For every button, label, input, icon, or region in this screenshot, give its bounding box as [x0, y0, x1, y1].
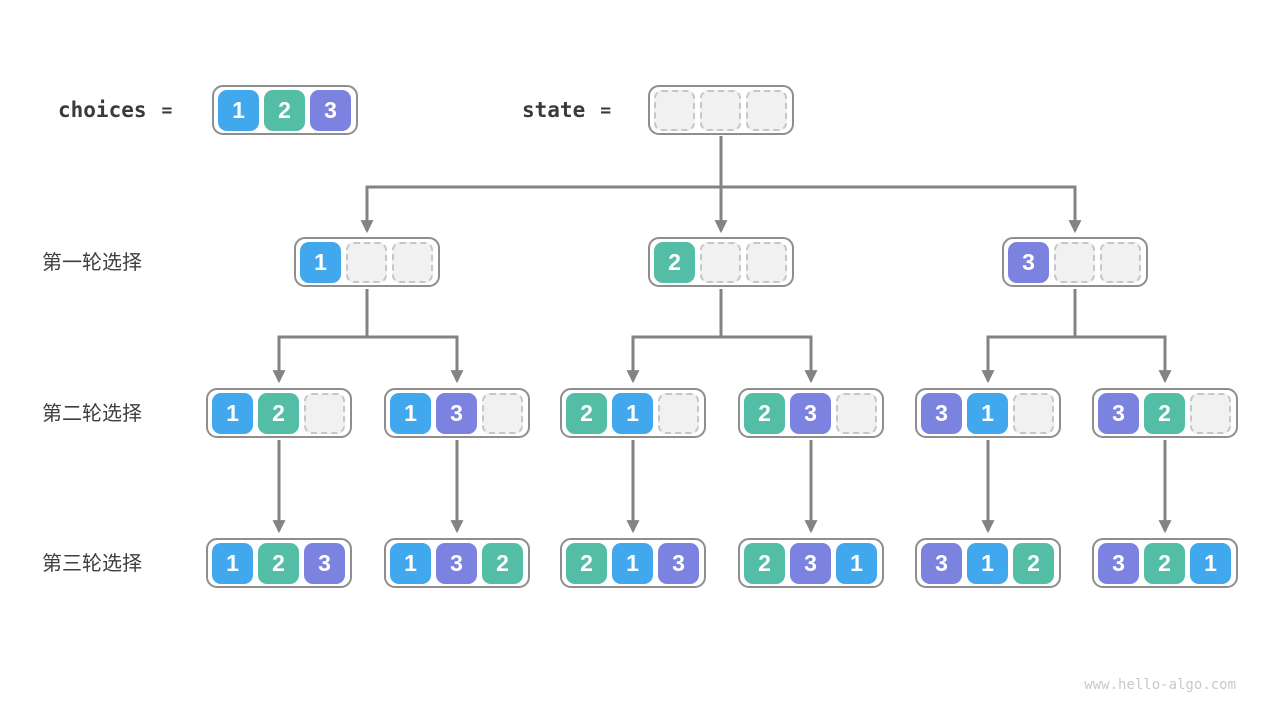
- array-cell: [1054, 241, 1095, 283]
- array-cell: [700, 241, 741, 283]
- watermark: www.hello-algo.com: [1084, 677, 1236, 693]
- array-cell: 1: [390, 392, 431, 434]
- array-cell: 1: [300, 241, 341, 283]
- state-array: [648, 85, 794, 135]
- array-cell: [654, 89, 695, 131]
- array-cell: 2: [1144, 542, 1185, 584]
- tree-node-round2: 2 1: [560, 388, 706, 438]
- array-cell: 3: [436, 542, 477, 584]
- array-cell: 1: [836, 542, 877, 584]
- array-cell: [658, 392, 699, 434]
- tree-node-round3: 2 1 3: [560, 538, 706, 588]
- tree-node-round3: 3 1 2: [915, 538, 1061, 588]
- tree-node-round3: 2 3 1: [738, 538, 884, 588]
- tree-node-round2: 1 3: [384, 388, 530, 438]
- array-cell: 3: [921, 542, 962, 584]
- tree-node-round2: 1 2: [206, 388, 352, 438]
- array-cell: 3: [921, 392, 962, 434]
- array-cell: [304, 392, 345, 434]
- array-cell: [700, 89, 741, 131]
- equals-sign: =: [600, 99, 612, 121]
- array-cell: 2: [264, 89, 305, 131]
- array-cell: 2: [566, 542, 607, 584]
- round-1-label: 第一轮选择: [42, 252, 142, 274]
- array-cell: [482, 392, 523, 434]
- array-cell: 2: [566, 392, 607, 434]
- tree-node-round1: 2: [648, 237, 794, 287]
- array-cell: 3: [1098, 392, 1139, 434]
- array-cell: 2: [258, 392, 299, 434]
- array-cell: 2: [654, 241, 695, 283]
- tree-node-round1: 1: [294, 237, 440, 287]
- choices-label-group: choices =: [58, 85, 172, 135]
- tree-node-round1: 3: [1002, 237, 1148, 287]
- array-cell: 1: [212, 392, 253, 434]
- array-cell: 1: [967, 542, 1008, 584]
- array-cell: [746, 241, 787, 283]
- round-2-label: 第二轮选择: [42, 403, 142, 425]
- array-cell: 1: [218, 89, 259, 131]
- array-cell: 3: [790, 542, 831, 584]
- choices-label: choices: [58, 98, 147, 122]
- array-cell: [836, 392, 877, 434]
- array-cell: [346, 241, 387, 283]
- state-label-group: state =: [522, 85, 611, 135]
- array-cell: 3: [436, 392, 477, 434]
- array-cell: [1100, 241, 1141, 283]
- array-cell: 2: [1013, 542, 1054, 584]
- array-cell: 3: [1008, 241, 1049, 283]
- tree-node-round2: 2 3: [738, 388, 884, 438]
- tree-node-round2: 3 1: [915, 388, 1061, 438]
- tree-node-round2: 3 2: [1092, 388, 1238, 438]
- array-cell: 2: [1144, 392, 1185, 434]
- array-cell: 2: [744, 542, 785, 584]
- tree-node-round3: 3 2 1: [1092, 538, 1238, 588]
- array-cell: 3: [1098, 542, 1139, 584]
- round-3-label: 第三轮选择: [42, 553, 142, 575]
- equals-sign: =: [161, 99, 173, 121]
- array-cell: 3: [310, 89, 351, 131]
- choices-array: 1 2 3: [212, 85, 358, 135]
- array-cell: 1: [612, 392, 653, 434]
- array-cell: 3: [790, 392, 831, 434]
- array-cell: [1013, 392, 1054, 434]
- tree-node-round3: 1 2 3: [206, 538, 352, 588]
- array-cell: [1190, 392, 1231, 434]
- array-cell: 1: [390, 542, 431, 584]
- array-cell: 3: [304, 542, 345, 584]
- array-cell: [392, 241, 433, 283]
- array-cell: 1: [612, 542, 653, 584]
- tree-node-round3: 1 3 2: [384, 538, 530, 588]
- array-cell: 1: [1190, 542, 1231, 584]
- array-cell: 3: [658, 542, 699, 584]
- array-cell: 2: [258, 542, 299, 584]
- array-cell: [746, 89, 787, 131]
- array-cell: 1: [212, 542, 253, 584]
- state-label: state: [522, 98, 586, 122]
- array-cell: 2: [744, 392, 785, 434]
- array-cell: 2: [482, 542, 523, 584]
- array-cell: 1: [967, 392, 1008, 434]
